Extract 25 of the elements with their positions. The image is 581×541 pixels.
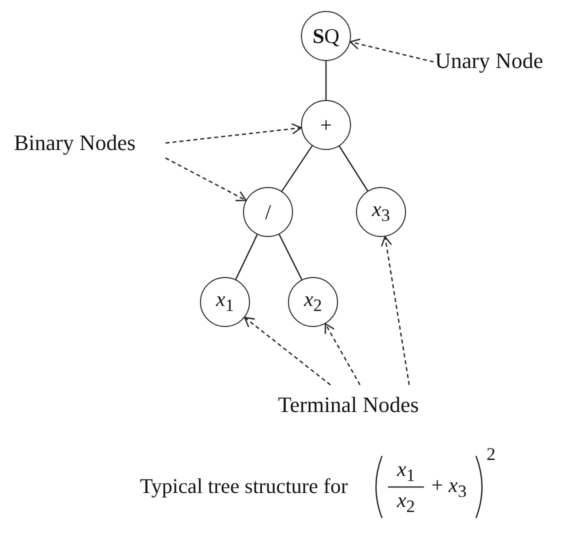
tree-node-circle: x$_{2}$: [288, 277, 338, 327]
tree-node-circle: /: [243, 187, 293, 237]
tree-node-circle: x$_{1}$: [200, 277, 250, 327]
tree-node-circle: SQ: [301, 11, 351, 61]
formula-term: + x$_{3}$: [430, 473, 468, 502]
tree-node-circle: x$_{3}$: [356, 187, 406, 237]
tree-branch: [278, 234, 302, 280]
formula-term: 2: [486, 444, 496, 465]
tree-branch: [325, 61, 327, 100]
leader-arrow: [244, 316, 331, 386]
figure-caption: Typical tree structure for: [140, 474, 348, 499]
leader-arrow: [165, 157, 247, 202]
tree-branch: [281, 145, 313, 192]
leader-arrow: [350, 38, 434, 63]
formula-term: x$_{1}$: [396, 457, 416, 486]
tree-node-circle: +: [301, 100, 351, 150]
leader-arrow: [380, 236, 410, 385]
leader-arrow: [324, 323, 361, 386]
node-type-label: Binary Nodes: [14, 128, 164, 158]
node-type-label: Unary Node: [435, 46, 571, 76]
tree-branch: [235, 234, 258, 280]
leader-arrow: [165, 123, 302, 144]
formula-term: x$_{2}$: [396, 488, 416, 518]
node-type-label: Terminal Nodes: [278, 390, 442, 420]
tree-branch: [338, 146, 368, 192]
